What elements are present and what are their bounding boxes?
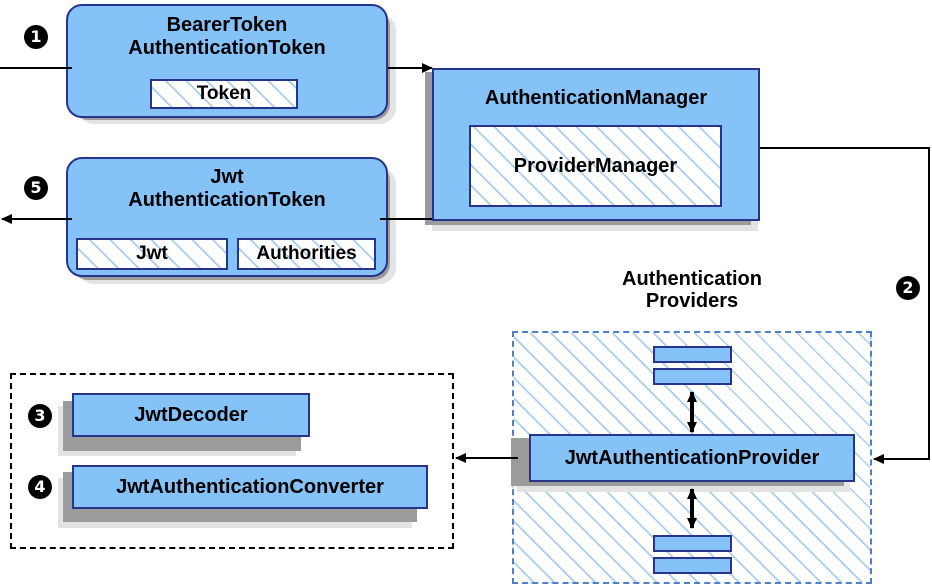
authentication-providers-title: Authentication Providers: [572, 268, 812, 313]
step-bullet-2: 2: [896, 276, 920, 300]
authentication-providers-title-line1: Authentication: [622, 268, 762, 290]
jwt-token-inner-authorities-label: Authorities: [256, 243, 357, 264]
jwt-token-inner-authorities[interactable]: Authorities: [237, 238, 376, 270]
provider-stack-icon-bottom-bar1: [653, 535, 732, 552]
jwt-authentication-provider-box[interactable]: JwtAuthenticationProvider: [529, 434, 855, 482]
step-bullet-5: 5: [24, 176, 48, 200]
jwt-token-inner-jwt[interactable]: Jwt: [76, 238, 228, 270]
jwt-authentication-provider-label: JwtAuthenticationProvider: [564, 446, 820, 469]
bearer-token-box[interactable]: BearerToken AuthenticationToken: [66, 4, 388, 118]
jwt-authentication-converter-box[interactable]: JwtAuthenticationConverter: [72, 465, 428, 509]
provider-manager-label: ProviderManager: [513, 154, 678, 177]
provider-manager-panel[interactable]: ProviderManager: [469, 125, 722, 207]
step-bullet-1: 1: [24, 25, 48, 49]
provider-stack-icon-bottom-bar2: [653, 557, 732, 574]
jwt-decoder-box[interactable]: JwtDecoder: [72, 393, 310, 437]
bearer-token-title-line1: BearerToken: [166, 14, 288, 36]
bearer-token-inner-token[interactable]: Token: [150, 79, 298, 109]
jwt-decoder-label: JwtDecoder: [134, 403, 248, 426]
line-manager-to-provider: [760, 147, 930, 464]
jwt-token-inner-jwt-label: Jwt: [136, 243, 168, 264]
authentication-manager-title: AuthenticationManager: [484, 87, 708, 109]
support-group: [10, 373, 454, 549]
step-bullet-3: 3: [28, 404, 52, 428]
step-bullet-4: 4: [28, 475, 52, 499]
provider-stack-icon-top-bar2: [653, 368, 732, 385]
bearer-token-title-line2: AuthenticationToken: [128, 37, 326, 59]
jwt-token-title-line2: AuthenticationToken: [128, 189, 326, 211]
jwt-token-title-line1: Jwt: [210, 166, 244, 188]
authentication-providers-title-line2: Providers: [645, 290, 739, 313]
jwt-authentication-converter-label: JwtAuthenticationConverter: [116, 475, 384, 498]
provider-stack-icon-top-bar1: [653, 346, 732, 363]
bearer-token-inner-label: Token: [196, 83, 252, 104]
